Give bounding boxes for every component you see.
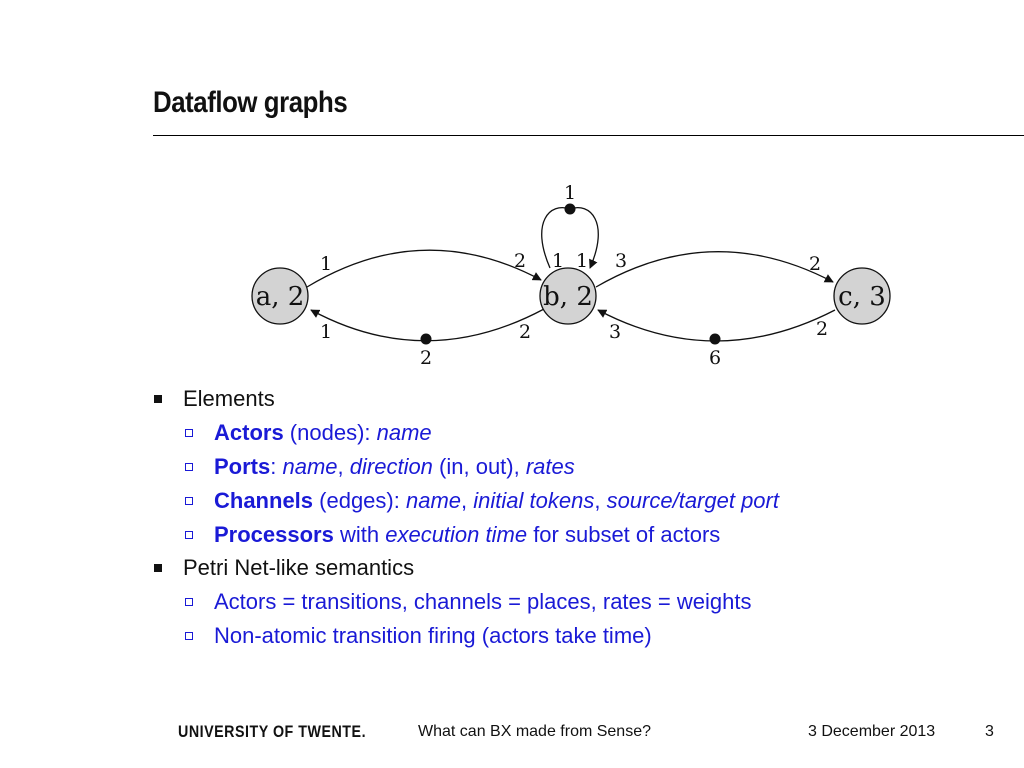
bullet-square (154, 564, 162, 572)
rate-label-c-b-dst: 3 (609, 321, 621, 343)
sub-bullet-square (185, 429, 193, 437)
sub-bullet-square (185, 497, 193, 505)
rate-label-b-c-dst: 2 (809, 253, 821, 275)
node-c-label: c, 3 (838, 282, 886, 312)
em-ports-name: name (282, 454, 338, 479)
rate-label-self-src: 1 (552, 250, 564, 272)
bullet-elements: Elements (183, 386, 275, 411)
presentation-date: 3 December 2013 (808, 723, 936, 740)
text-channels-sep2: , (594, 488, 607, 513)
rate-label-a-b-dst: 2 (514, 250, 526, 272)
text-ports-sep: , (337, 454, 350, 479)
text-channels-sep1: , (461, 488, 474, 513)
text-ports-mid: (in, out), (432, 454, 526, 479)
rate-label-self-dst: 1 (576, 250, 588, 272)
rate-label-b-c-src: 3 (615, 250, 627, 272)
token-dot-self (564, 203, 576, 215)
bullet-petri-sub1: Actors = transitions, channels = places,… (214, 589, 752, 614)
term-channels: Channels (214, 488, 314, 513)
text-actors: (nodes): (283, 420, 377, 445)
university-logo-text: UNIVERSITY OF TWENTE. (178, 722, 367, 741)
term-actors: Actors (214, 420, 284, 445)
node-b-label: b, 2 (543, 282, 593, 312)
slide-footer: UNIVERSITY OF TWENTE. What can BX made f… (0, 720, 1024, 746)
talk-title: What can BX made from Sense? (418, 723, 651, 740)
token-dot-b-a (420, 333, 432, 345)
bullet-petri: Petri Net-like semantics (183, 555, 415, 580)
edge-a-to-b (306, 249, 542, 288)
em-ports-direction: direction (349, 454, 433, 479)
dataflow-graph-diagram: a, 2 b, 2 c, 3 1 2 1 2 2 1 1 1 3 2 2 3 6 (251, 182, 891, 369)
rate-label-b-a-src: 2 (519, 321, 531, 343)
em-channels-name: name (405, 488, 462, 513)
text-processors-with: with (333, 522, 386, 547)
em-channels-tokens: initial tokens (473, 488, 595, 513)
sub-bullet-square (185, 531, 193, 539)
token-dot-c-b (709, 333, 721, 345)
node-a: a, 2 (251, 267, 309, 325)
title-divider (153, 135, 1024, 136)
em-actors-name: name (376, 420, 432, 445)
token-count-b-a: 2 (420, 347, 432, 369)
term-processors: Processors (214, 522, 334, 547)
term-ports: Ports (214, 454, 271, 479)
rate-label-c-b-src: 2 (816, 318, 828, 340)
em-processors-time: execution time (385, 522, 528, 547)
token-count-self: 1 (564, 182, 576, 204)
em-channels-port: source/target port (606, 488, 779, 513)
bullet-ports: Ports: name, direction (in, out), rates (214, 454, 575, 480)
sub-bullet-square (185, 598, 193, 606)
rate-label-b-a-dst: 1 (320, 321, 332, 343)
text-ports-colon: : (270, 454, 283, 479)
sub-bullet-square (185, 632, 193, 640)
edge-b-self-loop (541, 207, 599, 269)
node-c: c, 3 (833, 267, 891, 325)
node-b: b, 2 (539, 267, 597, 325)
edge-b-to-c (595, 251, 834, 288)
page-number: 3 (985, 723, 994, 740)
node-a-label: a, 2 (256, 282, 305, 312)
rate-label-a-b-src: 1 (320, 253, 332, 275)
token-count-c-b: 6 (709, 347, 721, 369)
bullet-petri-sub2: Non-atomic transition firing (actors tak… (214, 623, 652, 648)
bullet-processors: Processors with execution time for subse… (214, 522, 720, 548)
bullet-square (154, 395, 162, 403)
bullet-channels: Channels (edges): name, initial tokens, … (214, 488, 779, 514)
slide-title: Dataflow graphs (153, 86, 348, 119)
em-ports-rates: rates (525, 454, 575, 479)
text-channels: (edges): (313, 488, 406, 513)
text-processors-rest: for subset of actors (527, 522, 721, 547)
sub-bullet-square (185, 463, 193, 471)
bullet-actors: Actors (nodes): name (214, 420, 432, 446)
